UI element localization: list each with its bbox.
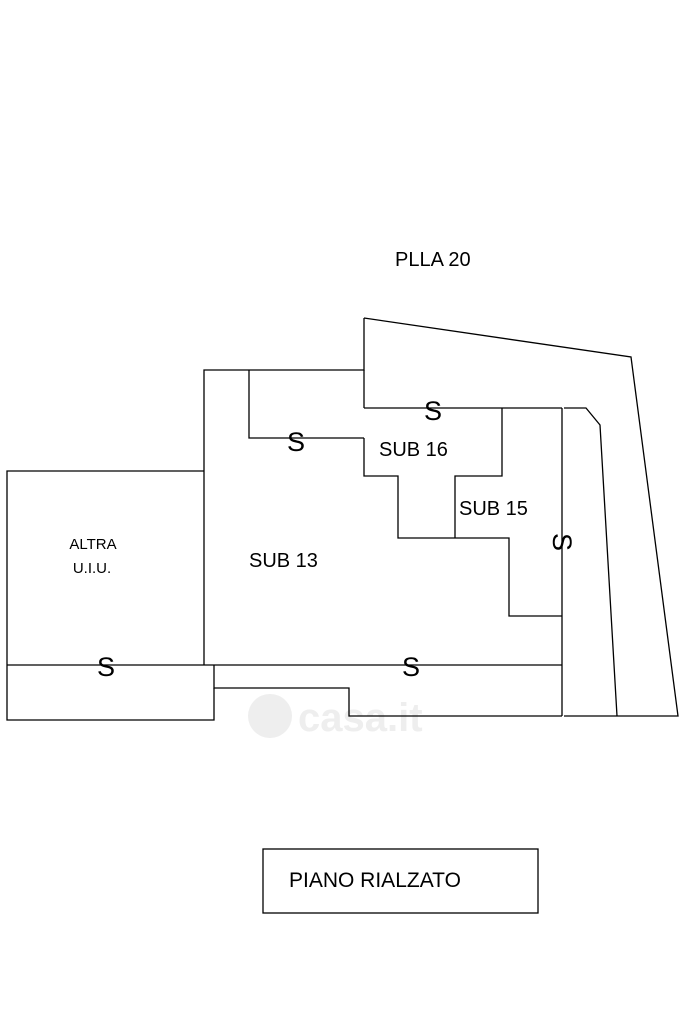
sub16-label: SUB 16: [379, 439, 448, 461]
altra-uiu-label-line2: U.I.U.: [73, 560, 111, 577]
watermark: casa.it: [248, 694, 423, 740]
floor-label-box: [262, 848, 539, 914]
parcel-label: PLLA 20: [395, 249, 471, 271]
house-logo-icon: [248, 694, 292, 738]
stair-mark-bottom-center: S: [402, 652, 420, 682]
floor-label: PIANO RIALZATO: [289, 869, 461, 892]
altra-uiu-outline: [6, 470, 215, 721]
sub15-outline: [455, 537, 562, 617]
stair-mark-bottom-left: S: [97, 652, 115, 682]
parcel-outline: [363, 317, 679, 717]
sub13-outline: [203, 318, 365, 665]
watermark-text: casa.it: [298, 696, 423, 740]
sub13-label: SUB 13: [249, 550, 318, 572]
stair-mark-top-left: S: [287, 427, 305, 457]
altra-uiu-label-line1: ALTRA: [69, 536, 116, 553]
sub13-top-inset: [248, 370, 364, 439]
sub16-right-wall: [454, 408, 503, 538]
stair-mark-top-center: S: [424, 396, 442, 426]
lower-band-bottom: [213, 665, 562, 717]
stair-mark-right-rotated: S: [547, 533, 577, 551]
sub16-lower: [363, 438, 455, 539]
ramp-inner-edge: [564, 407, 618, 717]
sub15-label: SUB 15: [459, 498, 528, 520]
